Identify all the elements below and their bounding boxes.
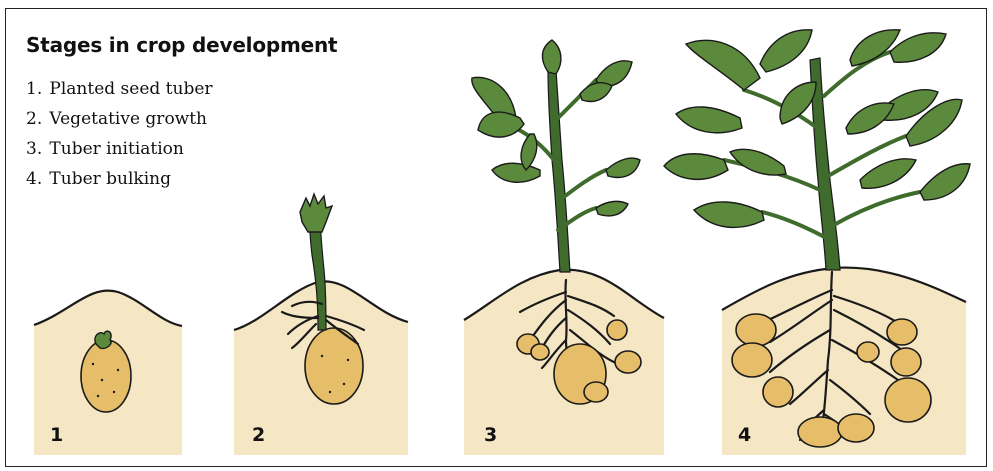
stage-marker-4: 4 [738, 424, 751, 446]
side-stem [560, 170, 606, 200]
stage-marker-1: 1 [50, 424, 63, 446]
stage-4-panel [664, 30, 970, 455]
stage-marker-2: 2 [252, 424, 265, 446]
sprout [95, 331, 111, 348]
stage-3-panel [464, 40, 664, 455]
seed-tuber [305, 328, 363, 404]
stage-2-panel [234, 194, 408, 455]
seed-tuber [81, 340, 131, 412]
stage-marker-3: 3 [484, 424, 497, 446]
shoot-tip [300, 194, 332, 232]
main-stem [548, 70, 570, 272]
side-stem [762, 212, 830, 240]
side-stem [832, 192, 920, 226]
